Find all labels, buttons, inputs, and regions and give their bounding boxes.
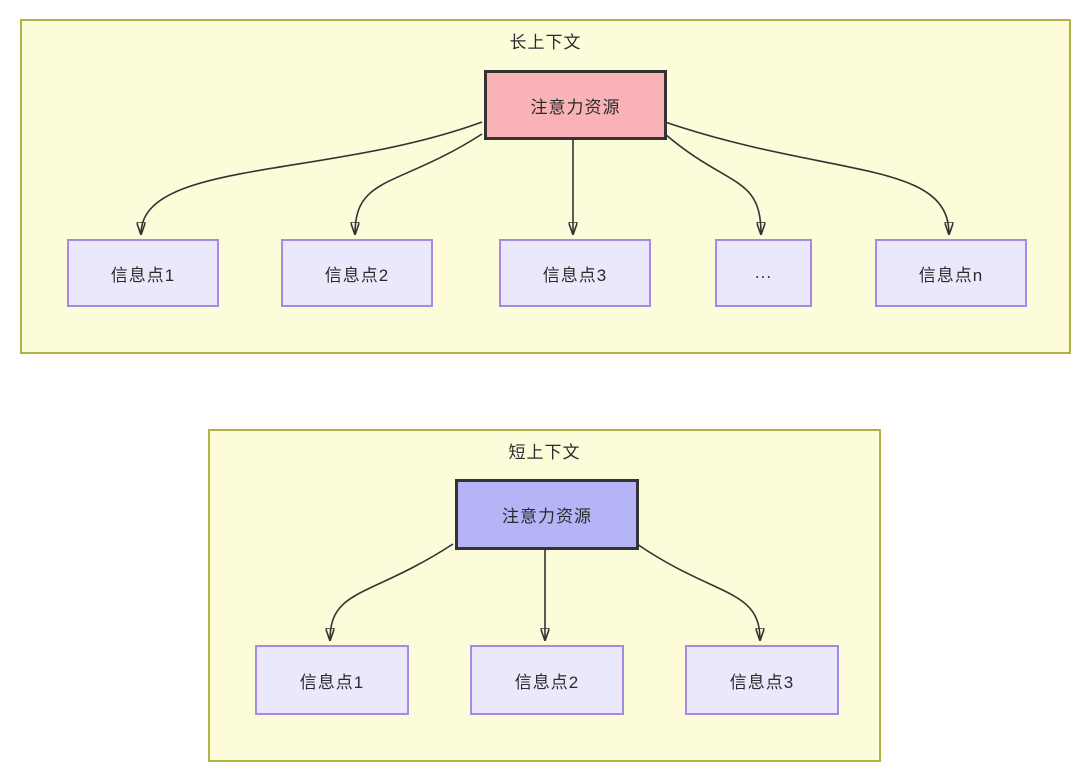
long-attention-node: 注意力资源 bbox=[484, 70, 667, 140]
long-info-node-n: 信息点n bbox=[875, 239, 1027, 307]
long-info-node-1: 信息点1 bbox=[67, 239, 219, 307]
short-attention-node: 注意力资源 bbox=[455, 479, 639, 550]
short-info-node-2: 信息点2 bbox=[470, 645, 624, 715]
long-info-label-1: 信息点1 bbox=[110, 265, 176, 285]
long-info-label-ellipsis: ... bbox=[754, 263, 773, 282]
long-context-container: 长上下文 注意力资源 信息点1 信息点2 信息点3 ... 信息点n bbox=[20, 19, 1071, 354]
long-info-node-3: 信息点3 bbox=[499, 239, 651, 307]
short-info-node-3: 信息点3 bbox=[685, 645, 839, 715]
long-info-node-ellipsis: ... bbox=[715, 239, 812, 307]
short-context-title: 短上下文 bbox=[508, 443, 581, 462]
short-attention-label: 注意力资源 bbox=[502, 507, 592, 526]
long-info-node-2: 信息点2 bbox=[281, 239, 433, 307]
long-info-label-n: 信息点n bbox=[918, 265, 984, 285]
long-context-title: 长上下文 bbox=[509, 33, 582, 52]
short-info-label-3: 信息点3 bbox=[729, 672, 795, 692]
long-info-label-3: 信息点3 bbox=[542, 265, 608, 285]
short-context-container: 短上下文 注意力资源 信息点1 信息点2 信息点3 bbox=[208, 429, 881, 762]
long-info-label-2: 信息点2 bbox=[324, 265, 390, 285]
long-attention-label: 注意力资源 bbox=[530, 97, 621, 117]
short-info-label-1: 信息点1 bbox=[299, 672, 365, 692]
short-info-node-1: 信息点1 bbox=[255, 645, 409, 715]
short-info-label-2: 信息点2 bbox=[514, 672, 580, 692]
